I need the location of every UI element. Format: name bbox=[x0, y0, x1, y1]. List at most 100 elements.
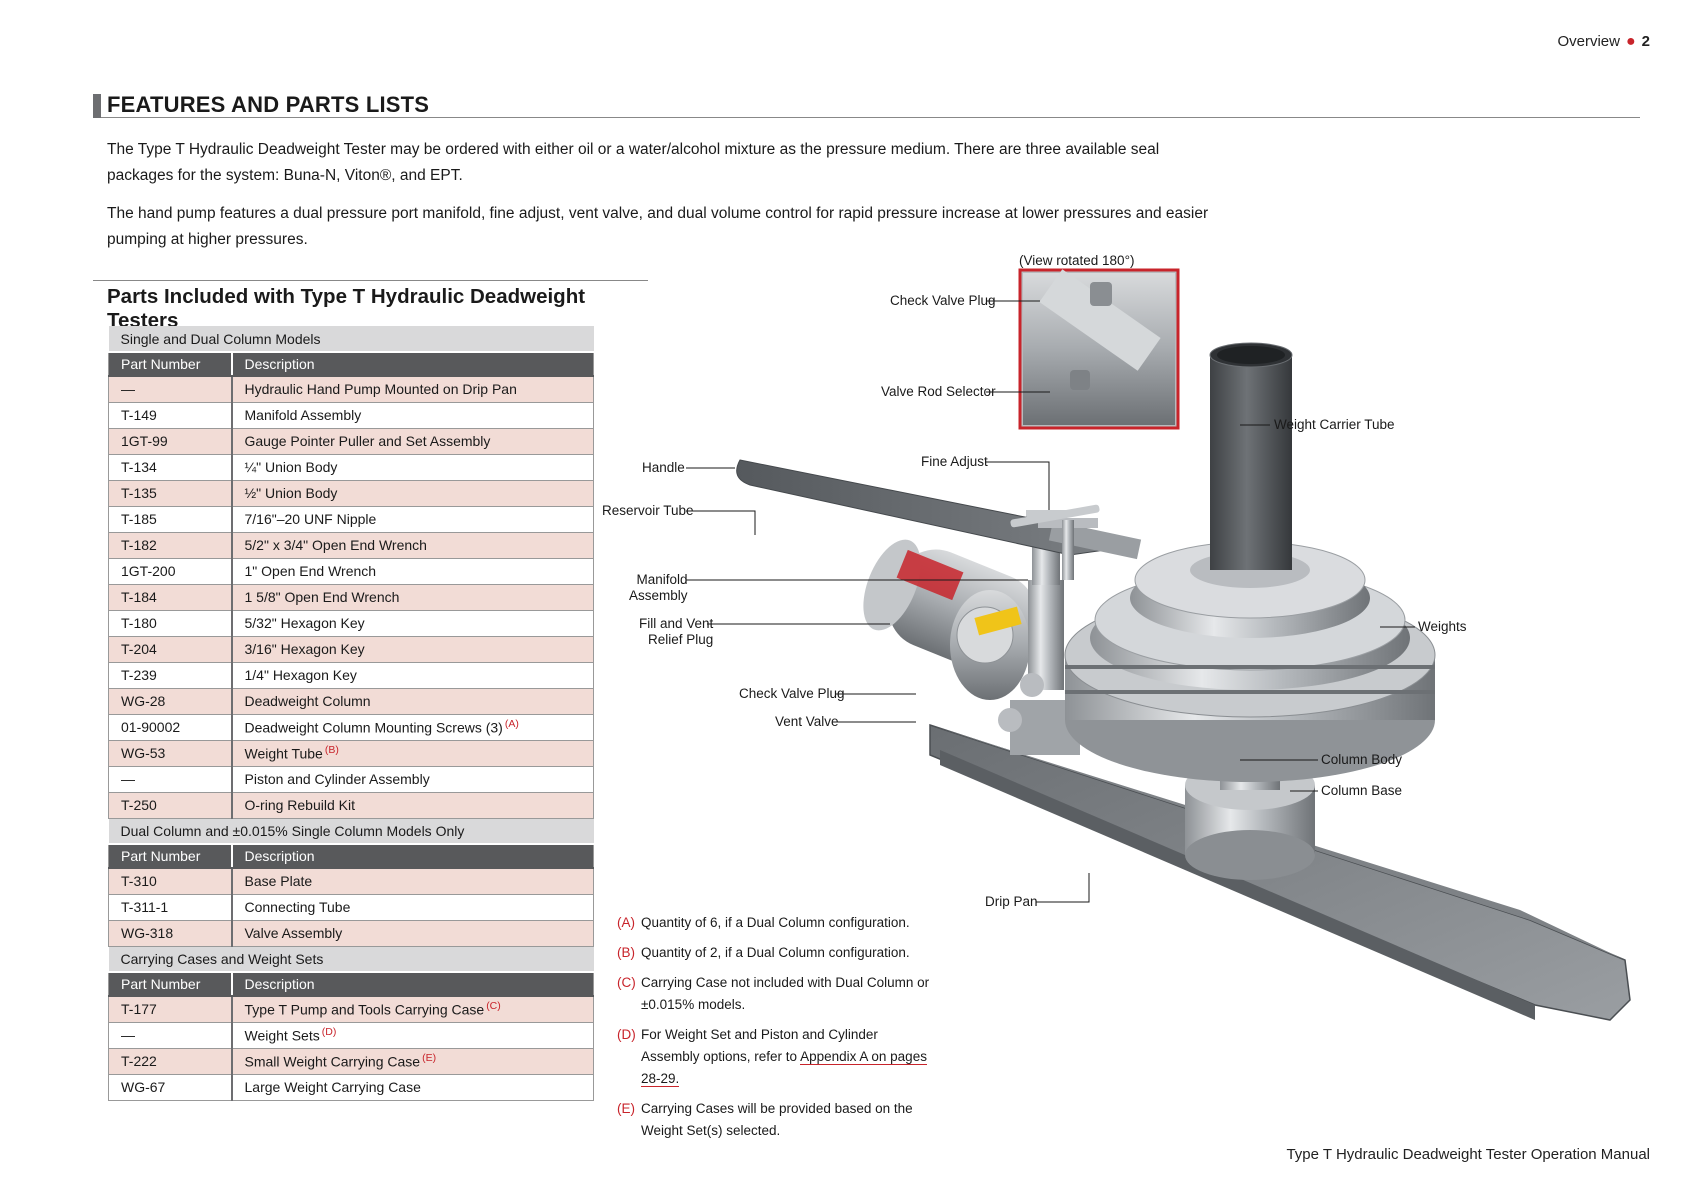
callout-reservoir-tube: Reservoir Tube bbox=[602, 503, 694, 518]
group-label: Single and Dual Column Models bbox=[108, 326, 594, 353]
description-text: 1/4" Hexagon Key bbox=[244, 667, 357, 683]
appendix-link[interactable]: Appendix A on pages 28-29. bbox=[641, 1049, 927, 1087]
part-number-cell: T-239 bbox=[108, 662, 233, 689]
part-number-cell: T-177 bbox=[108, 996, 233, 1023]
description-cell: Manifold Assembly bbox=[231, 402, 594, 429]
description-text: Large Weight Carrying Case bbox=[244, 1079, 421, 1095]
description-text: 5/2" x 3/4" Open End Wrench bbox=[244, 537, 427, 553]
bullet-dot-icon: ● bbox=[1625, 33, 1636, 50]
description-cell: Deadweight Column bbox=[231, 688, 594, 715]
footnote-text: Quantity of 2, if a Dual Column configur… bbox=[641, 945, 910, 960]
table-row: —Weight Sets(D) bbox=[108, 1022, 594, 1049]
header-section: Overview bbox=[1557, 33, 1620, 50]
table-row: T-182 5/2" x 3/4" Open End Wrench bbox=[108, 532, 594, 559]
part-number-cell: T-180 bbox=[108, 610, 233, 637]
callout-check-valve-plug: Check Valve Plug bbox=[739, 686, 845, 701]
callout-column-base: Column Base bbox=[1321, 783, 1403, 798]
footnote: (E)Carrying Cases will be provided based… bbox=[617, 1098, 937, 1142]
footnote-text-wrap: Quantity of 6, if a Dual Column configur… bbox=[641, 912, 910, 934]
title-bar-decoration bbox=[93, 94, 101, 118]
description-cell: 1/4" Hexagon Key bbox=[231, 662, 594, 689]
part-number-cell: — bbox=[108, 1022, 233, 1049]
description-text: 1" Open End Wrench bbox=[244, 563, 377, 579]
group-row: Dual Column and ±0.015% Single Column Mo… bbox=[108, 818, 594, 845]
part-number-cell: 1GT-99 bbox=[108, 428, 233, 455]
table-row: —Hydraulic Hand Pump Mounted on Drip Pan bbox=[108, 376, 594, 403]
description-text: Base Plate bbox=[244, 873, 313, 890]
part-number-cell: — bbox=[108, 766, 233, 793]
part-number-cell: T-134 bbox=[108, 454, 233, 481]
part-number-cell: T-204 bbox=[108, 636, 233, 663]
description-text: Weight Tube bbox=[244, 745, 323, 762]
column-header-description: Description bbox=[231, 844, 594, 869]
table-row: T-239 1/4" Hexagon Key bbox=[108, 662, 594, 689]
description-cell: O-ring Rebuild Kit bbox=[231, 792, 594, 819]
description-text: Manifold Assembly bbox=[244, 407, 362, 423]
part-number-cell: T-250 bbox=[108, 792, 233, 819]
callout-handle: Handle bbox=[642, 460, 685, 475]
footnote-key: (A) bbox=[617, 915, 635, 930]
part-number-cell: T-135 bbox=[108, 480, 233, 507]
part-number-cell: T-185 bbox=[108, 506, 233, 533]
description-text: O-ring Rebuild Kit bbox=[244, 797, 356, 813]
part-number-cell: WG-53 bbox=[108, 740, 233, 767]
table-row: T-180 5/32" Hexagon Key bbox=[108, 610, 594, 637]
description-cell: Type T Pump and Tools Carrying Case(C) bbox=[231, 996, 594, 1023]
column-header-part-number: Part Number bbox=[108, 352, 233, 377]
footnote-reference: (B) bbox=[324, 744, 339, 757]
table-row: WG-53 Weight Tube(B) bbox=[108, 740, 594, 767]
description-cell: Valve Assembly bbox=[231, 920, 594, 947]
description-cell: 1 5/8" Open End Wrench bbox=[231, 584, 594, 611]
callout-drip-pan: Drip Pan bbox=[985, 894, 1038, 909]
description-text: Type T Pump and Tools Carrying Case bbox=[244, 1002, 485, 1019]
description-cell: 3/16" Hexagon Key bbox=[231, 636, 594, 663]
description-cell: 5/2" x 3/4" Open End Wrench bbox=[231, 532, 594, 559]
callout-weights: Weights bbox=[1418, 619, 1467, 634]
footnote-reference: (E) bbox=[422, 1052, 437, 1065]
footnote-text: Quantity of 6, if a Dual Column configur… bbox=[641, 915, 910, 930]
tester-illustration bbox=[736, 268, 1631, 1021]
part-number-cell: T-182 bbox=[108, 532, 233, 559]
description-cell: Weight Sets(D) bbox=[231, 1022, 594, 1049]
table-row: T-250 O-ring Rebuild Kit bbox=[108, 792, 594, 819]
part-number-cell: 01-90002 bbox=[108, 714, 233, 741]
callout-manifold-assembly: Manifold Assembly bbox=[629, 572, 688, 603]
footnote-reference: (A) bbox=[504, 718, 519, 731]
footnote-text: Carrying Case not included with Dual Col… bbox=[641, 975, 930, 1012]
description-text: 5/32" Hexagon Key bbox=[244, 615, 365, 631]
footnote-text-wrap: For Weight Set and Piston and Cylinder A… bbox=[641, 1024, 937, 1090]
description-cell: 7/16"–20 UNF Nipple bbox=[231, 506, 594, 533]
description-cell: ¼" Union Body bbox=[231, 454, 594, 481]
column-header-description: Description bbox=[231, 972, 594, 997]
footnote-key: (B) bbox=[617, 945, 635, 960]
callout-fill-vent-relief-plug: Fill and Vent Relief Plug bbox=[639, 616, 714, 647]
table-row: 1GT-200 1" Open End Wrench bbox=[108, 558, 594, 585]
description-text: 3/16" Hexagon Key bbox=[244, 641, 365, 657]
part-number-cell: — bbox=[108, 376, 233, 403]
footnote-text: Carrying Cases will be provided based on… bbox=[641, 1101, 913, 1138]
description-cell: ½" Union Body bbox=[231, 480, 594, 507]
description-cell: Connecting Tube bbox=[231, 894, 594, 921]
description-cell: Deadweight Column Mounting Screws (3)(A) bbox=[231, 714, 594, 741]
footnote-text-wrap: Carrying Cases will be provided based on… bbox=[641, 1098, 937, 1142]
footnote: (A) Quantity of 6, if a Dual Column confi… bbox=[617, 912, 937, 934]
page-number: 2 bbox=[1641, 33, 1650, 50]
footnote-key: (C) bbox=[617, 975, 636, 990]
description-text: Weight Sets bbox=[244, 1027, 320, 1044]
footnote: (C) Carrying Case not included with Dual … bbox=[617, 972, 937, 1016]
part-number-cell: 1GT-200 bbox=[108, 558, 233, 585]
footnote-reference: (D) bbox=[321, 1026, 337, 1039]
footnote-reference: (C) bbox=[486, 1000, 501, 1013]
